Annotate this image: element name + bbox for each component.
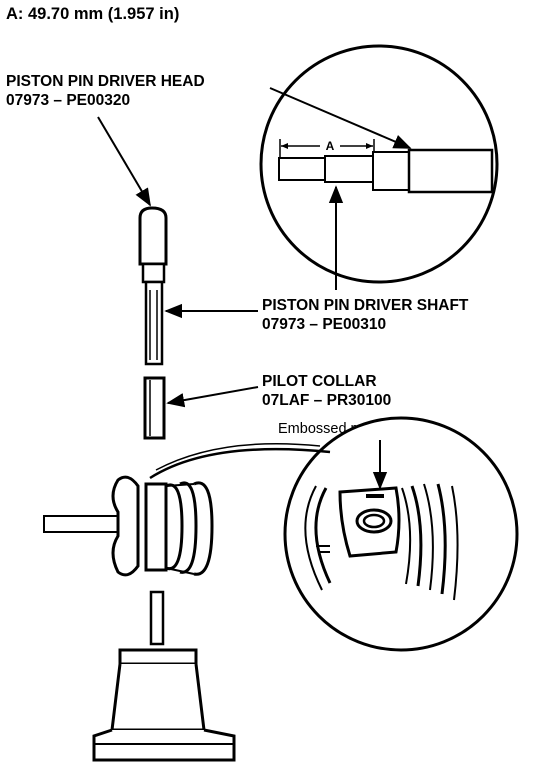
embossed-mark [366, 494, 384, 498]
driver-head [138, 206, 168, 284]
driver-shaft-label: PISTON PIN DRIVER SHAFT 07973 – PE00310 [262, 296, 468, 334]
pilot-collar-label: PILOT COLLAR 07LAF – PR30100 [262, 372, 391, 410]
driver-head-label: PISTON PIN DRIVER HEAD 07973 – PE00320 [6, 72, 205, 110]
driver-shaft-part-no: 07973 – PE00310 [262, 316, 387, 333]
driver-head-leader [97, 116, 151, 207]
pilot-collar [143, 376, 166, 440]
pilot-collar-leader [166, 386, 259, 408]
driver-shaft [144, 280, 164, 366]
detail-head-leader [269, 87, 412, 149]
piston [43, 475, 214, 577]
driver-shaft-name: PISTON PIN DRIVER SHAFT [262, 297, 469, 314]
pilot-collar-name: PILOT COLLAR [262, 373, 377, 390]
dimension-note: A: 49.70 mm (1.957 in) [6, 5, 180, 23]
base-stand [92, 648, 236, 762]
detail-circle-driver-head: A [259, 44, 499, 284]
detail-circle-collar [283, 416, 519, 652]
pilot-collar-part-no: 07LAF – PR30100 [262, 392, 392, 409]
dimension-letter-a: A [326, 139, 335, 153]
driver-head-name: PISTON PIN DRIVER HEAD [6, 73, 205, 90]
base-pin [149, 590, 165, 646]
driver-head-part-no: 07973 – PE00320 [6, 92, 131, 109]
